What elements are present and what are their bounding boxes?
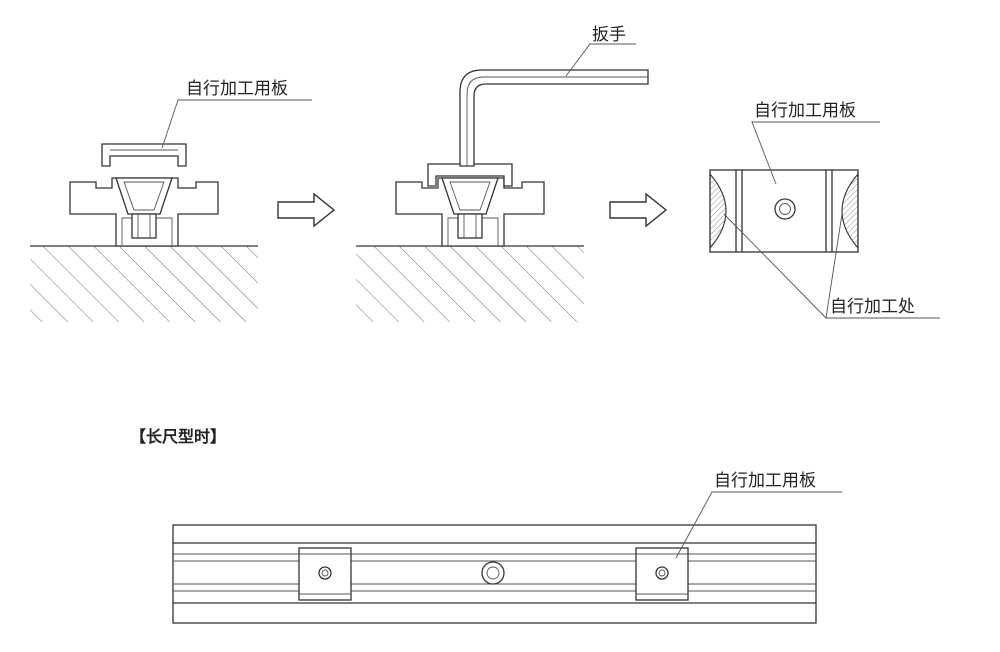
leader-plate-3 xyxy=(751,121,880,185)
step3-group: 自行加工用板 自行加工处 xyxy=(709,101,940,319)
leader-plate-long xyxy=(675,491,842,559)
label-machined: 自行加工处 xyxy=(830,297,915,317)
long-bolt-center xyxy=(481,561,505,585)
long-bolt-right xyxy=(655,566,669,580)
t-nut-stem-1 xyxy=(131,213,157,239)
ground-hatch-1 xyxy=(30,246,258,322)
leader-machined-left xyxy=(723,213,827,319)
long-bolt-left xyxy=(318,566,332,580)
processing-plate-1 xyxy=(101,143,187,167)
processing-plate-2 xyxy=(427,163,513,187)
label-plate-3: 自行加工用板 xyxy=(754,101,856,121)
step2-group: 扳手 xyxy=(356,25,649,322)
step-arrow-2 xyxy=(609,192,668,228)
label-plate-long: 自行加工用板 xyxy=(714,471,816,491)
label-plate-1: 自行加工用板 xyxy=(186,79,288,99)
bolt-topview xyxy=(774,198,796,220)
leader-wrench xyxy=(565,43,636,77)
t-nut-2 xyxy=(441,177,499,215)
machined-area-left xyxy=(709,172,727,250)
step1-group: 自行加工用板 xyxy=(30,79,312,322)
leader-machined-right xyxy=(825,213,940,319)
t-nut-1 xyxy=(115,177,173,215)
t-nut-inner-1 xyxy=(123,181,165,211)
long-rail-group: 自行加工用板 xyxy=(172,471,842,624)
ground-hatch-2 xyxy=(356,246,584,322)
label-wrench: 扳手 xyxy=(592,25,626,45)
leader-plate-1 xyxy=(161,99,312,149)
wrench xyxy=(459,69,649,167)
long-type-title: 【长尺型时】 xyxy=(130,427,226,446)
step-arrow-1 xyxy=(277,192,336,228)
